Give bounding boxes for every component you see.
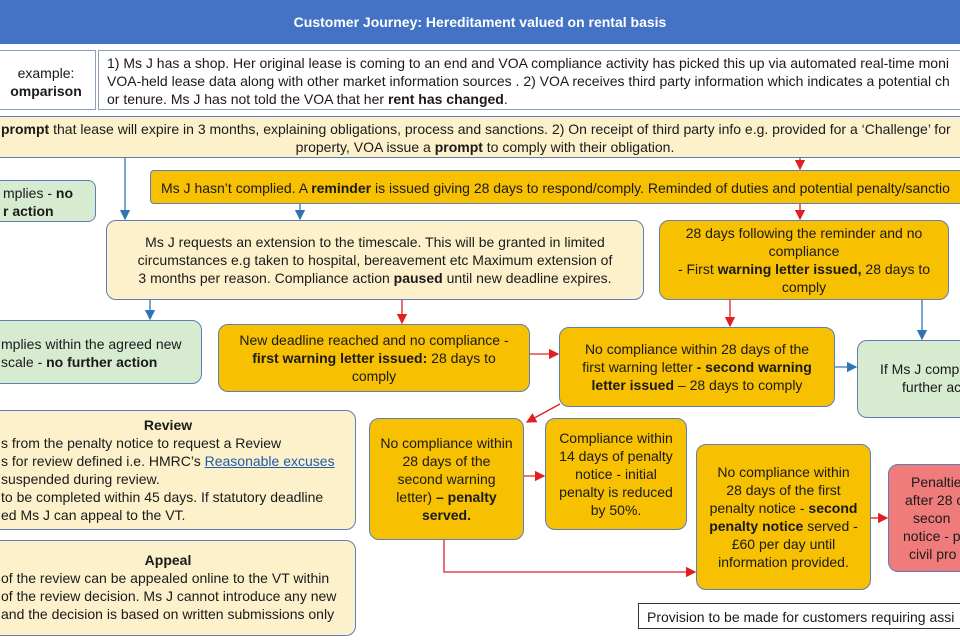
complies-agreed-box: mplies within the agreed new scale - no …: [0, 320, 202, 384]
extension-text-c: until new deadline expires.: [442, 270, 612, 286]
complies-right-box: If Ms J comp further act: [857, 340, 960, 418]
prompt-line2: property, VOA issue a prompt to comply w…: [0, 138, 960, 156]
complies-agreed-line1: mplies within the agreed new: [1, 336, 182, 352]
reminder-text-c: is issued giving 28 days to respond/comp…: [371, 180, 950, 196]
second-penalty-text: No compliance within 28 days of the firs…: [709, 463, 858, 571]
penalty-served-box: No compliance within 28 days of the seco…: [369, 418, 524, 540]
complies-no: no: [55, 185, 74, 201]
prompt-keyword-2: prompt: [434, 139, 483, 155]
new-deadline-line1: New deadline reached and no compliance -: [239, 332, 509, 348]
arrow-penalty-to-secondpenalty: [443, 540, 697, 578]
second-penalty-keyword: second penalty notice: [709, 500, 858, 534]
penalties-line4: notice - p: [903, 528, 960, 544]
complies-right-line2: further act: [902, 379, 960, 395]
compliance-14days-box: Compliance within 14 days of penalty not…: [545, 418, 687, 530]
prompt-keyword-1: prompt: [1, 121, 50, 137]
review-line5: ed Ms J can appeal to the VT.: [1, 507, 186, 523]
prompt-line1: prompt that lease will expire in 3 month…: [0, 120, 960, 138]
review-line2-text: s for review defined i.e. HMRC’s: [1, 453, 205, 469]
second-warning-text-c: – 28 days to comply: [674, 377, 803, 393]
complies-agreed-line2: scale - no further action: [1, 353, 201, 371]
prompt-box: prompt that lease will expire in 3 month…: [0, 116, 960, 158]
complies-line1-text: mplies -: [3, 185, 56, 201]
new-deadline-text-c: 28 days to comply: [351, 350, 496, 384]
scenario-line3-text: or tenure. Ms J has not told the VOA tha…: [107, 91, 388, 107]
complies-line2: r action: [3, 203, 54, 219]
reminder-28days-text-d: 28 days to comply: [781, 261, 931, 295]
extension-text-a: Ms J requests an extension to the timesc…: [137, 234, 613, 286]
prompt-line1-text: that lease will expire in 3 months, expl…: [49, 121, 951, 137]
new-deadline-first-warning: first warning letter issued:: [252, 350, 428, 366]
example-label-box: example: omparison: [0, 50, 96, 110]
reasonable-excuses-link[interactable]: Reasonable excuses: [204, 453, 335, 469]
penalty-served-keyword: – penalty served.: [421, 489, 497, 523]
appeal-title: Appeal: [144, 552, 192, 568]
review-box: Review s from the penalty notice to requ…: [0, 410, 356, 530]
review-line1: s from the penalty notice to request a R…: [1, 435, 282, 451]
review-line2: s for review defined i.e. HMRC’s Reasona…: [1, 452, 355, 470]
extension-request-box: Ms J requests an extension to the timesc…: [106, 220, 644, 300]
penalties-line2: after 28 c: [905, 492, 960, 508]
second-warning-text-a: No compliance within 28 days of the firs…: [582, 341, 810, 375]
prompt-line2-end: to comply with their obligation.: [482, 139, 675, 155]
complies-no-action-box: mplies - no r action: [0, 180, 96, 222]
scenario-rent-changed: rent has changed: [387, 91, 504, 107]
appeal-box: Appeal of the review can be appealed onl…: [0, 540, 356, 636]
reminder-keyword: reminder: [311, 180, 372, 196]
complies-line1: mplies - no: [3, 184, 95, 202]
example-label-line1: example:: [17, 65, 75, 81]
provision-text: Provision to be made for customers requi…: [647, 609, 955, 625]
scenario-line1: 1) Ms J has a shop. Her original lease i…: [107, 55, 949, 71]
review-line3: suspended during review.: [1, 471, 160, 487]
scenario-line2: VOA-held lease data along with other mar…: [107, 73, 950, 89]
second-penalty-text-a: No compliance within 28 days of the firs…: [709, 464, 850, 516]
page-title: Customer Journey: Hereditament valued on…: [0, 0, 960, 44]
scenario-line3-end: .: [503, 91, 508, 107]
penalties-line3: secon: [913, 510, 951, 526]
appeal-line1: of the review can be appealed online to …: [1, 570, 330, 586]
example-label-line2: omparison: [10, 83, 82, 99]
second-penalty-box: No compliance within 28 days of the firs…: [696, 444, 871, 590]
new-deadline-line2: first warning letter issued: 28 days to …: [231, 349, 517, 385]
reminder-box: Ms J hasn’t complied. A reminder is issu…: [150, 170, 960, 204]
reminder-28days-box: 28 days following the reminder and no co…: [659, 220, 949, 300]
penalties-line1: Penaltie: [911, 474, 960, 490]
provision-note: Provision to be made for customers requi…: [638, 603, 960, 629]
extension-text: Ms J requests an extension to the timesc…: [133, 233, 617, 287]
new-deadline-box: New deadline reached and no compliance -…: [218, 324, 530, 392]
review-title: Review: [143, 417, 193, 433]
extension-paused: paused: [393, 270, 443, 286]
appeal-line2: of the review decision. Ms J cannot intr…: [1, 588, 337, 604]
scenario-line3: or tenure. Ms J has not told the VOA tha…: [107, 90, 960, 108]
reminder-28days-line2: - First warning letter issued, 28 days t…: [672, 260, 936, 296]
first-warning-letter-issued: warning letter issued,: [717, 261, 862, 277]
penalty-served-text-a: No compliance within 28 days of the seco…: [380, 435, 513, 505]
review-line4: to be completed within 45 days. If statu…: [1, 489, 324, 505]
reminder-text-a: Ms J hasn’t complied. A: [161, 180, 312, 196]
complies-agreed-text-b: scale -: [1, 354, 47, 370]
compliance-14days-text: Compliance within 14 days of penalty not…: [559, 430, 673, 518]
complies-right-line1: If Ms J comp: [880, 361, 960, 377]
reminder-28days-text-b: - First: [677, 261, 718, 277]
second-penalty-text-c: served - £60 per day until information p…: [718, 518, 858, 570]
appeal-line3: and the decision is based on written sub…: [1, 606, 335, 622]
prompt-line2-text: property, VOA issue a: [295, 139, 435, 155]
reminder-28days-line1: 28 days following the reminder and no co…: [685, 225, 923, 259]
penalties-civil-box: Penaltie after 28 c secon notice - p civ…: [888, 464, 960, 572]
penalties-line5: civil pro: [909, 546, 957, 562]
second-warning-box: No compliance within 28 days of the firs…: [559, 327, 835, 407]
page-title-text: Customer Journey: Hereditament valued on…: [293, 14, 667, 30]
penalty-served-text: No compliance within 28 days of the seco…: [380, 434, 513, 524]
second-warning-text: No compliance within 28 days of the firs…: [572, 340, 822, 394]
complies-agreed-no-action: no further action: [46, 354, 158, 370]
scenario-box: 1) Ms J has a shop. Her original lease i…: [98, 50, 960, 110]
second-warning-letter-issued: - second warning letter issued: [591, 359, 812, 393]
